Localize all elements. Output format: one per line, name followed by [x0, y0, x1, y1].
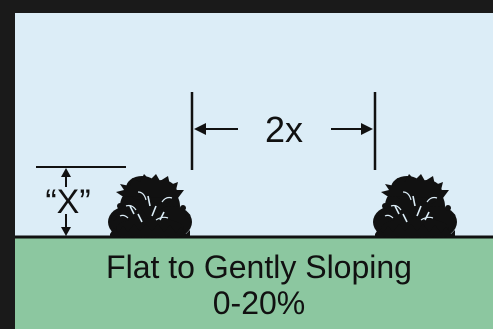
height-arrowhead-up [61, 168, 71, 177]
spacing-label: 2x [265, 109, 303, 150]
ground-panel [15, 237, 493, 329]
slope-range: 0-20% [213, 285, 306, 321]
spacing-arrowhead-left [194, 123, 206, 135]
height-arrowhead-down [61, 227, 71, 236]
spacing-arrowhead-right [361, 123, 373, 135]
terrain-title: Flat to Gently Sloping [106, 249, 412, 285]
height-label: “X” [45, 183, 90, 221]
